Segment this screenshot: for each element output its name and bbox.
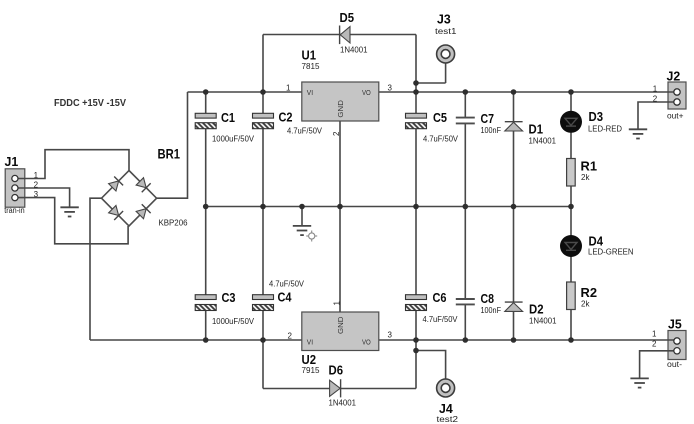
svg-text:3: 3 <box>388 331 393 340</box>
svg-text:VO: VO <box>362 88 371 97</box>
svg-text:2k: 2k <box>581 173 590 182</box>
svg-text:3: 3 <box>34 190 39 199</box>
svg-text:test2: test2 <box>437 415 459 424</box>
svg-text:KBP206: KBP206 <box>159 219 189 228</box>
svg-text:U2: U2 <box>302 353 317 367</box>
svg-text:1: 1 <box>332 301 341 306</box>
svg-text:VI: VI <box>307 338 313 347</box>
svg-text:C2: C2 <box>279 111 293 125</box>
svg-text:FDDC +15V -15V: FDDC +15V -15V <box>54 98 126 109</box>
svg-text:out-: out- <box>667 360 682 369</box>
svg-text:D6: D6 <box>329 364 344 378</box>
svg-text:C4: C4 <box>278 291 292 305</box>
svg-text:J3: J3 <box>437 13 451 27</box>
svg-text:C7: C7 <box>481 112 495 126</box>
svg-text:VO: VO <box>362 338 371 347</box>
svg-text:U1: U1 <box>302 49 317 63</box>
svg-text:7915: 7915 <box>302 366 321 375</box>
svg-text:100nF: 100nF <box>481 126 502 135</box>
svg-text:tran-in: tran-in <box>4 206 25 215</box>
svg-text:R1: R1 <box>581 160 598 174</box>
svg-text:BR1: BR1 <box>158 146 181 162</box>
svg-text:4.7uF/50V: 4.7uF/50V <box>269 280 305 289</box>
svg-text:2: 2 <box>288 332 293 341</box>
svg-text:1N4001: 1N4001 <box>529 137 557 146</box>
svg-text:1000uF/50V: 1000uF/50V <box>212 135 255 144</box>
svg-text:J5: J5 <box>668 318 682 332</box>
svg-text:2: 2 <box>652 339 657 348</box>
svg-text:4.7uF/50V: 4.7uF/50V <box>423 135 459 144</box>
svg-text:J1: J1 <box>5 155 19 169</box>
svg-text:D4: D4 <box>589 235 604 249</box>
svg-text:R2: R2 <box>581 286 598 300</box>
svg-text:LED-RED: LED-RED <box>588 125 622 134</box>
svg-text:D2: D2 <box>529 303 544 317</box>
svg-text:D5: D5 <box>340 11 355 25</box>
svg-text:1: 1 <box>653 85 658 94</box>
svg-text:C8: C8 <box>481 292 495 306</box>
svg-text:test1: test1 <box>435 27 457 36</box>
svg-text:C5: C5 <box>433 111 447 125</box>
svg-text:C1: C1 <box>221 111 235 125</box>
svg-text:LED-GREEN: LED-GREEN <box>588 248 634 257</box>
svg-text:1000uF/50V: 1000uF/50V <box>212 317 255 326</box>
svg-text:3: 3 <box>388 84 393 93</box>
svg-text:2: 2 <box>34 180 39 189</box>
svg-text:out+: out+ <box>667 112 684 121</box>
svg-text:J2: J2 <box>667 70 681 84</box>
svg-text:4.7uF/50V: 4.7uF/50V <box>287 127 323 136</box>
svg-text:7815: 7815 <box>302 62 321 71</box>
svg-text:GND: GND <box>336 100 345 118</box>
svg-text:100nF: 100nF <box>481 306 502 315</box>
svg-text:1: 1 <box>652 329 657 338</box>
svg-text:VI: VI <box>307 88 313 97</box>
svg-text:GND: GND <box>336 317 345 335</box>
svg-text:J4: J4 <box>439 402 453 416</box>
svg-text:C3: C3 <box>222 291 236 305</box>
svg-text:D1: D1 <box>529 123 544 137</box>
svg-text:D3: D3 <box>589 110 604 124</box>
svg-text:1N4001: 1N4001 <box>340 46 368 55</box>
svg-text:C6: C6 <box>433 291 447 305</box>
svg-text:2k: 2k <box>581 300 590 309</box>
svg-text:2: 2 <box>332 131 341 136</box>
svg-text:2: 2 <box>653 94 658 103</box>
svg-text:1: 1 <box>286 84 291 93</box>
svg-text:1N4001: 1N4001 <box>529 317 557 326</box>
svg-text:1: 1 <box>34 171 39 180</box>
svg-text:4.7uF/50V: 4.7uF/50V <box>423 315 459 324</box>
svg-text:1N4001: 1N4001 <box>329 399 357 408</box>
